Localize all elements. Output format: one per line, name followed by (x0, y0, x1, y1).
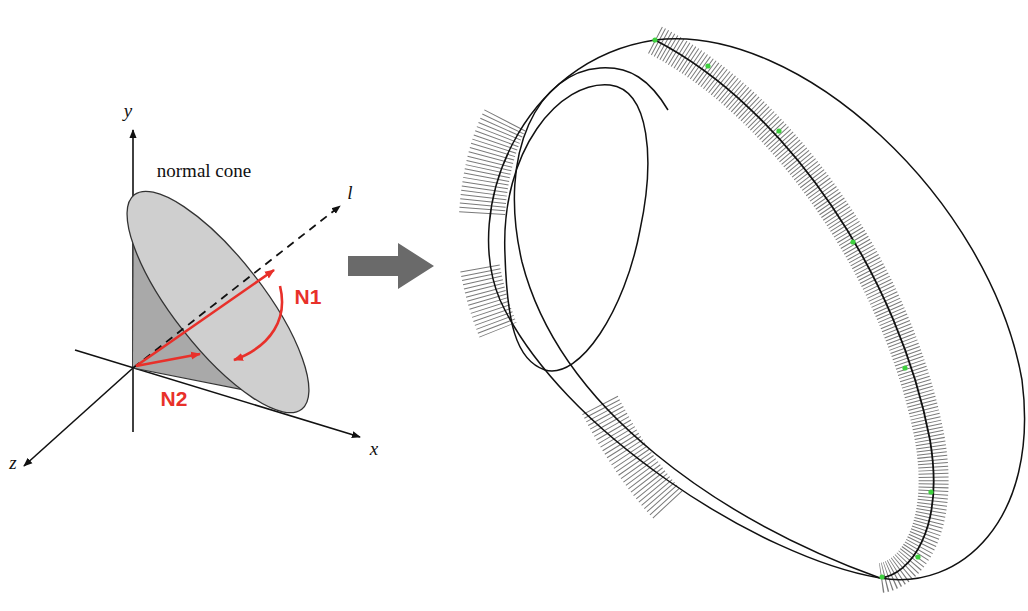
hatch-left-mid (480, 268, 498, 330)
axis-label: x (370, 439, 378, 458)
sample-points (652, 37, 933, 579)
cone-label: normal cone (157, 161, 251, 180)
front-curve (655, 40, 934, 578)
middle-outline (514, 68, 880, 578)
cone-base (99, 167, 337, 437)
rotation-arrow (234, 286, 282, 360)
vector-label: N1 (295, 286, 322, 307)
surface-outlines (489, 39, 1025, 580)
hatch-front (655, 40, 934, 578)
l-axis (133, 206, 340, 368)
axis-label: y (124, 101, 132, 120)
z-axis (24, 368, 133, 466)
axis-label: z (9, 453, 16, 472)
axes (24, 130, 360, 466)
inner-outline (505, 85, 648, 371)
axis-label: l (347, 183, 352, 202)
vector-label: N2 (161, 388, 188, 409)
transition-arrow (348, 243, 434, 289)
vector-n2 (136, 354, 200, 366)
normal-hatching (480, 40, 934, 578)
outer-outline (489, 39, 1025, 580)
